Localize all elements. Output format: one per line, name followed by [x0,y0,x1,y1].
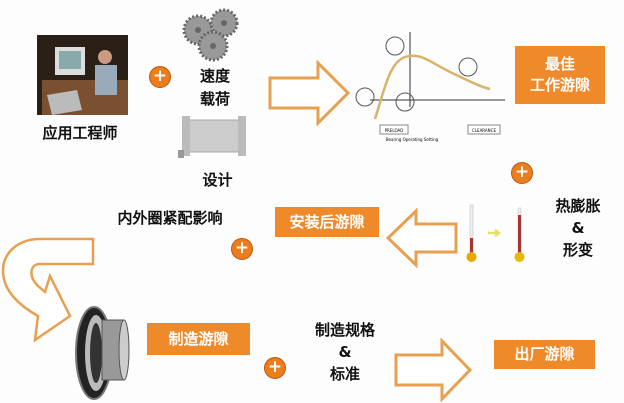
thermal-line1: 热膨胀 [555,197,601,215]
engineer-label: 应用工程师 [42,124,118,142]
spec-amp: & [338,343,352,361]
thermal-line2: 形变 [562,241,593,259]
plus-icon: + [264,357,286,379]
design-label: 设计 [202,171,233,189]
plus-icon: + [511,162,533,184]
mounted-clearance-box: 安装后游隙 [275,207,379,237]
manufacturing-clearance-box: 制造游隙 [147,323,250,355]
optimal-clearance-box: 最佳工作游隙 [515,46,605,104]
u-turn-arrow-icon [1,237,95,342]
hollow-arrow-right-icon [268,60,351,126]
bearing-icon [75,306,130,400]
thermometer-icon [466,204,525,262]
clearance-label: CLEARANCE [472,128,496,133]
x-axis-label: Bearing Operating Setting [386,137,439,142]
thermal-amp: & [571,219,585,237]
preload-label: PRELOAD [385,128,404,133]
gears-icon [182,8,239,62]
plus-icon: + [149,66,171,88]
fit-label: 内外圈紧配影响 [117,209,223,227]
optimal-line1: 最佳 [544,55,575,73]
speed-label: 速度 [199,67,230,85]
shaft-icon [178,116,246,158]
engineer-photo [37,35,128,115]
hollow-arrow-left-icon [386,208,458,268]
optimal-line2: 工作游隙 [529,76,590,94]
clearance-chart: PRELOAD CLEARANCE Bearing Operating Sett… [355,32,505,142]
load-label: 载荷 [199,90,230,108]
hollow-arrow-right-icon [394,338,473,402]
life-curve [373,54,491,120]
factory-clearance-box: 出厂游隙 [494,340,595,369]
plus-icon: + [231,238,253,260]
spec-line2: 标准 [329,365,360,383]
spec-line1: 制造规格 [314,321,375,339]
